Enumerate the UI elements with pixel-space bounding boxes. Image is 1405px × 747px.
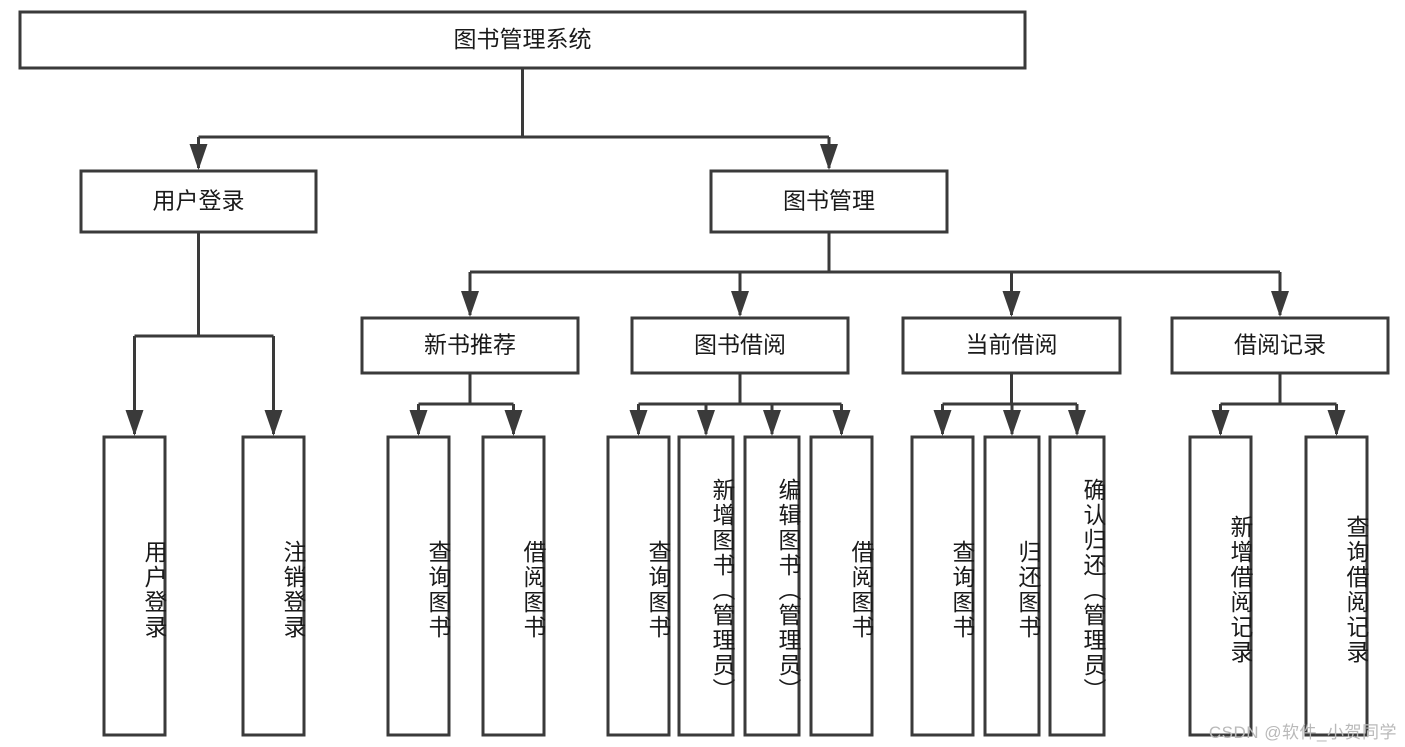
connector-edges bbox=[125, 68, 1346, 436]
level3-node-0[interactable] bbox=[360, 316, 580, 375]
arrow-head-icon bbox=[1271, 291, 1289, 317]
node-label: 图书借阅 bbox=[694, 332, 786, 358]
arrow-head-icon bbox=[697, 410, 715, 436]
arrow-head-icon bbox=[820, 144, 838, 170]
root-node-0[interactable] bbox=[18, 10, 1027, 70]
node-label: 借阅记录 bbox=[1234, 332, 1326, 358]
arrow-head-icon bbox=[763, 410, 781, 436]
arrow-head-icon bbox=[409, 410, 428, 436]
arrow-head-icon bbox=[1002, 291, 1021, 317]
arrow-head-icon bbox=[731, 291, 749, 317]
arrow-head-icon bbox=[125, 410, 144, 436]
arrow-head-icon bbox=[264, 410, 283, 436]
level3-node-2[interactable] bbox=[901, 316, 1122, 375]
node-label: 新书推荐 bbox=[424, 332, 516, 358]
arrow-head-icon bbox=[1003, 410, 1021, 436]
leaf-node-5[interactable] bbox=[677, 435, 735, 737]
leaf-node-1[interactable] bbox=[241, 435, 306, 737]
watermark-text: CSDN @软件_小贺同学 bbox=[1208, 723, 1397, 742]
leaf-node-6[interactable] bbox=[743, 435, 801, 737]
leaf-node-4[interactable] bbox=[606, 435, 671, 737]
leaf-node-3[interactable] bbox=[481, 435, 546, 737]
level3-node-1[interactable] bbox=[630, 316, 850, 375]
arrow-head-icon bbox=[504, 410, 523, 436]
node-boxes bbox=[18, 10, 1390, 737]
level3-node-3[interactable] bbox=[1170, 316, 1390, 375]
arrow-head-icon bbox=[1068, 410, 1086, 436]
leaf-node-0[interactable] bbox=[102, 435, 167, 737]
arrow-head-icon bbox=[461, 291, 479, 317]
leaf-node-8[interactable] bbox=[910, 435, 975, 737]
arrow-head-icon bbox=[629, 410, 648, 436]
leaf-node-9[interactable] bbox=[983, 435, 1041, 737]
level2-node-1[interactable] bbox=[709, 169, 949, 234]
arrow-head-icon bbox=[1211, 410, 1230, 436]
level2-node-0[interactable] bbox=[79, 169, 318, 234]
leaf-node-12[interactable] bbox=[1304, 435, 1369, 737]
leaf-node-10[interactable] bbox=[1048, 435, 1106, 737]
leaf-node-11[interactable] bbox=[1188, 435, 1253, 737]
arrow-head-icon bbox=[189, 144, 208, 170]
node-label: 图书管理 bbox=[783, 188, 875, 214]
node-label: 图书管理系统 bbox=[454, 26, 592, 52]
arrow-head-icon bbox=[933, 410, 952, 436]
node-label: 用户登录 bbox=[153, 188, 245, 214]
arrow-head-icon bbox=[832, 410, 851, 436]
leaf-node-7[interactable] bbox=[809, 435, 874, 737]
arrow-head-icon bbox=[1327, 410, 1346, 436]
node-label: 当前借阅 bbox=[966, 332, 1058, 358]
leaf-node-2[interactable] bbox=[386, 435, 451, 737]
